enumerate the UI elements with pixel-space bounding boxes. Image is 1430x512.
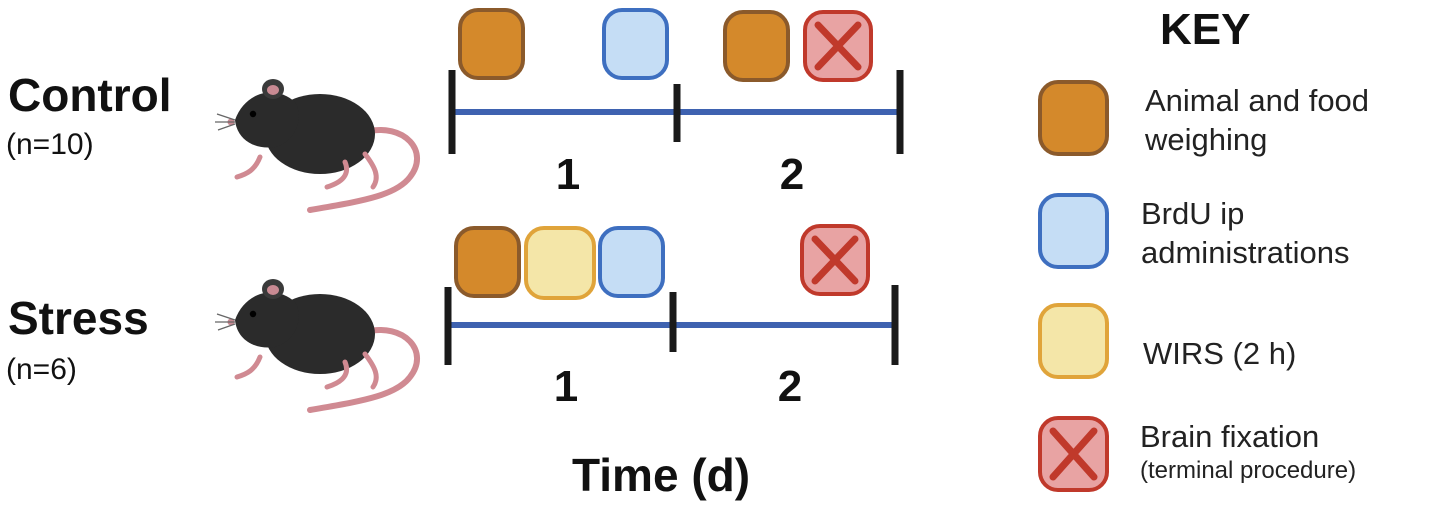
weighing-marker-icon bbox=[454, 226, 521, 298]
key-wirs-marker-icon bbox=[1038, 303, 1109, 379]
brain-fixation-cross-icon bbox=[800, 224, 870, 296]
group-name-control: Control bbox=[8, 69, 172, 121]
key-label-line: Animal and food bbox=[1145, 83, 1370, 118]
key-label-line: administrations bbox=[1141, 234, 1350, 270]
group-n-stress: (n=6) bbox=[6, 353, 77, 386]
key-brdu-marker-icon bbox=[1038, 193, 1109, 269]
key-label-line: Brain fixation bbox=[1140, 419, 1320, 454]
key-label-brain-fixation: Brain fixation (terminal procedure) bbox=[1140, 418, 1356, 486]
key-label-wirs: WIRS (2 h) bbox=[1143, 336, 1297, 371]
brdu-marker-icon bbox=[602, 8, 669, 80]
key-label-sub: (terminal procedure) bbox=[1140, 456, 1357, 484]
day-label-1: 1 bbox=[553, 362, 579, 411]
day-label-2: 2 bbox=[777, 362, 803, 411]
brain-fixation-cross-icon bbox=[803, 10, 873, 82]
brdu-marker-icon bbox=[598, 226, 665, 298]
group-name-stress: Stress bbox=[8, 292, 149, 344]
stress-timeline bbox=[444, 285, 899, 365]
mouse-icon bbox=[215, 279, 417, 410]
weighing-marker-icon bbox=[458, 8, 525, 80]
key-label-line: weighing bbox=[1145, 121, 1268, 157]
key-title: KEY bbox=[1160, 5, 1251, 54]
mouse-icon bbox=[215, 79, 417, 210]
key-label-line: BrdU ip bbox=[1141, 196, 1245, 231]
day-label-1: 1 bbox=[555, 150, 581, 199]
wirs-marker-icon bbox=[524, 226, 596, 300]
day-label-2: 2 bbox=[779, 150, 805, 199]
axis-title: Time (d) bbox=[572, 449, 751, 501]
weighing-marker-icon bbox=[723, 10, 790, 82]
key-brain-fixation-cross-icon bbox=[1038, 416, 1109, 492]
key-label-weighing: Animal and food weighing bbox=[1145, 82, 1369, 160]
key-label-brdu: BrdU ip administrations bbox=[1141, 195, 1349, 273]
group-n-control: (n=10) bbox=[6, 128, 94, 161]
key-weighing-marker-icon bbox=[1038, 80, 1109, 156]
control-timeline bbox=[448, 70, 904, 154]
